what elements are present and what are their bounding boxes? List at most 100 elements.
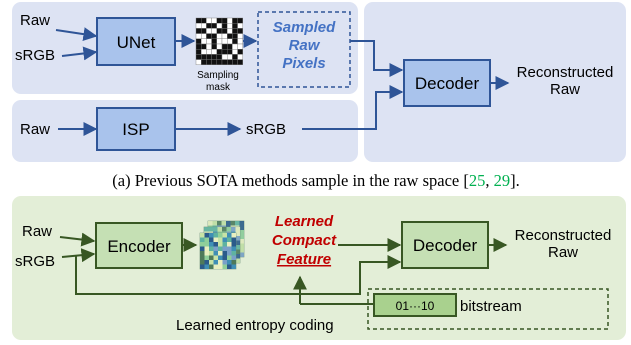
arrow-srgb-to-unet: [61, 46, 98, 61]
feature-map-cell: [212, 221, 217, 226]
unet-label: UNet: [117, 33, 156, 52]
mask-cell: [221, 43, 228, 50]
feature-map-cell: [235, 231, 240, 236]
unet-box: [96, 17, 176, 66]
mask-cell: [211, 33, 218, 39]
mask-cell: [211, 38, 218, 45]
feature-map-cell: [231, 227, 236, 232]
top-decoder-label: Decoder: [415, 74, 480, 93]
feature-map-cell: [231, 251, 236, 256]
mask-cell: [226, 17, 233, 24]
mask-cell: [237, 49, 244, 55]
feature-map-cell: [222, 233, 227, 238]
feature-map-cell: [239, 239, 244, 244]
feature-map-cell: [218, 251, 223, 256]
feature-map-cell: [213, 264, 218, 269]
bitstream-label: bitstream: [460, 298, 522, 315]
mask-cell: [206, 54, 212, 60]
feature-maps-image: [199, 220, 245, 270]
feature-map-cell: [213, 227, 218, 232]
mask-cell: [237, 54, 244, 60]
isp-label: ISP: [122, 120, 149, 139]
citation-link-29[interactable]: 29: [494, 171, 511, 190]
mask-cell: [226, 49, 233, 55]
bottom-decoder-label: Decoder: [413, 236, 478, 255]
feature-map-cell: [200, 255, 205, 260]
feature-map-cell: [222, 264, 227, 269]
mask-cell: [211, 49, 218, 55]
feature-map-cell: [213, 233, 218, 238]
feature-map-cell: [227, 251, 232, 256]
mask-cell: [195, 59, 202, 65]
mask-cell: [226, 23, 233, 29]
feature-map-cell: [235, 227, 240, 232]
mask-cell: [216, 54, 223, 60]
feature-map-cell: [222, 227, 227, 232]
feature-map-cell: [213, 237, 218, 242]
mask-cell: [216, 28, 223, 34]
mask-cell: [232, 54, 238, 60]
mask-cell: [221, 54, 228, 60]
feature-map-cell: [231, 242, 236, 247]
feature-map-cell: [231, 260, 236, 265]
feature-map-cell: [204, 237, 209, 242]
feature-map-cell: [231, 233, 236, 238]
mask-cell: [216, 38, 223, 45]
input-srgb-label: sRGB: [15, 47, 55, 64]
citation-link-25[interactable]: 25: [469, 171, 486, 190]
mask-cell: [200, 54, 207, 60]
feature-map-cell: [222, 246, 227, 251]
mask-cell: [237, 38, 244, 45]
feature-map-cell: [235, 258, 240, 263]
bitstream-box-label: 01···10: [396, 299, 435, 313]
mask-cell: [226, 43, 233, 50]
sampled-pixels-box: [257, 11, 351, 88]
mask-cell: [232, 49, 238, 55]
feature-map-cell: [208, 221, 213, 226]
mask-cell: [226, 38, 233, 45]
feature-map-cell: [231, 237, 236, 242]
mask-cell: [211, 17, 218, 24]
feature-map-cell: [218, 233, 223, 238]
feature-map-cell: [204, 251, 209, 256]
mask-cell: [200, 49, 207, 55]
mask-cell: [206, 28, 212, 34]
feature-map-cell: [222, 260, 227, 265]
mask-cell: [195, 43, 202, 50]
feature-map-cell: [239, 248, 244, 253]
feature-map-cell: [200, 246, 205, 251]
feature-map-cell: [209, 242, 214, 247]
mask-cell: [232, 59, 238, 65]
mask-cell: [232, 38, 238, 45]
isp-panel: [12, 100, 358, 162]
feature-map-cell: [221, 221, 226, 226]
mask-cell: [237, 28, 244, 34]
mask-cell: [195, 28, 202, 34]
mask-cell: [211, 23, 218, 29]
mask-cell: [206, 38, 212, 45]
mask-cell: [221, 23, 228, 29]
mask-cell: [195, 33, 202, 39]
mask-cell: [216, 33, 223, 39]
mask-cell: [232, 17, 238, 24]
mask-cell: [206, 49, 212, 55]
feature-map-cell: [231, 264, 236, 269]
mask-cell: [200, 38, 207, 45]
feature-map-cell: [230, 221, 235, 226]
mask-cell: [200, 33, 207, 39]
feature-map-cell: [235, 221, 240, 226]
feature-map-cell: [209, 260, 214, 265]
mask-cell: [211, 59, 218, 65]
mask-cell: [226, 54, 233, 60]
feature-map-cell: [213, 246, 218, 251]
mask-cell: [195, 23, 202, 29]
bottom-input-srgb-label: sRGB: [15, 253, 55, 270]
mask-cell: [232, 43, 238, 50]
feature-map-cell: [227, 264, 232, 269]
feature-map-cell: [227, 237, 232, 242]
